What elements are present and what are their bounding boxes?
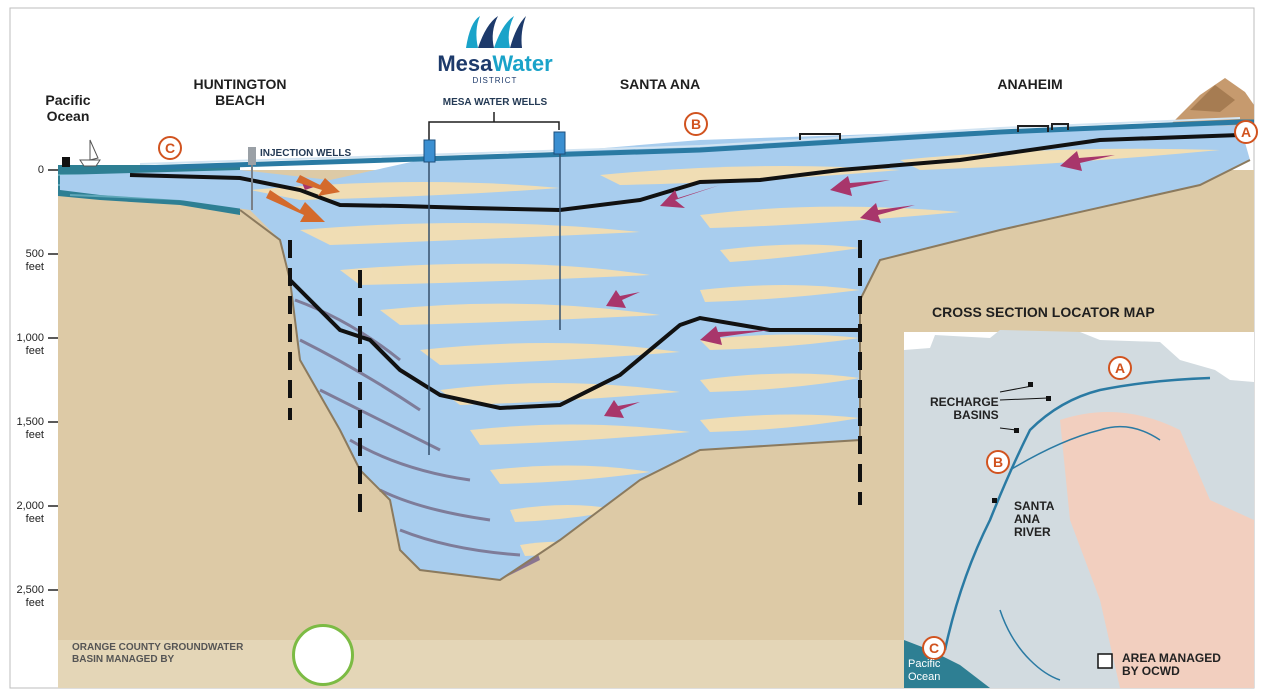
mesa-well-1 <box>423 139 436 163</box>
santa-ana-river-label: SANTA ANA RIVER <box>1014 499 1055 539</box>
legend-label: AREA MANAGED BY OCWD <box>1122 651 1221 678</box>
mesa-water-wells-label: MESA WATER WELLS <box>442 97 548 108</box>
injection-well <box>248 147 256 165</box>
pacific-ocean-label: Pacific Ocean <box>45 92 91 124</box>
santa-ana-river-line <box>943 376 1211 651</box>
water-table-lower <box>288 278 860 411</box>
huntington-beach-label: HUNTINGTON BEACH <box>193 76 287 108</box>
santa-ana-label: SANTA ANA <box>619 76 701 92</box>
injection-wells-label: INJECTION WELLS <box>260 148 352 159</box>
locator-map-title: CROSS SECTION LOCATOR MAP <box>932 304 1155 320</box>
injection-arrows <box>266 175 340 222</box>
depth-0: 0 <box>37 164 44 176</box>
anaheim-label: ANAHEIM <box>997 76 1063 92</box>
ocwd-seal-icon <box>292 624 354 686</box>
marker-b: B <box>684 112 708 136</box>
marker-c: C <box>158 136 182 160</box>
logo-wordmark: MesaWater <box>437 51 553 76</box>
map-marker-b: B <box>986 450 1010 474</box>
legend-swatch <box>1097 653 1113 669</box>
mesa-well-2 <box>553 131 566 155</box>
map-marker-c: C <box>922 636 946 660</box>
recharge-basins-label: RECHARGE BASINS <box>930 395 999 422</box>
ocgwb-caption: ORANGE COUNTY GROUNDWATER BASIN MANAGED … <box>72 642 244 665</box>
map-pacific-ocean-label: Pacific Ocean <box>908 658 941 683</box>
map-marker-a: A <box>1108 356 1132 380</box>
water-table-upper <box>129 133 1241 213</box>
marker-a: A <box>1234 120 1258 144</box>
logo-district: DISTRICT <box>472 76 518 85</box>
mesa-water-logo <box>466 16 526 48</box>
ocwd-area <box>1060 412 1254 688</box>
locator-map <box>904 330 1254 688</box>
